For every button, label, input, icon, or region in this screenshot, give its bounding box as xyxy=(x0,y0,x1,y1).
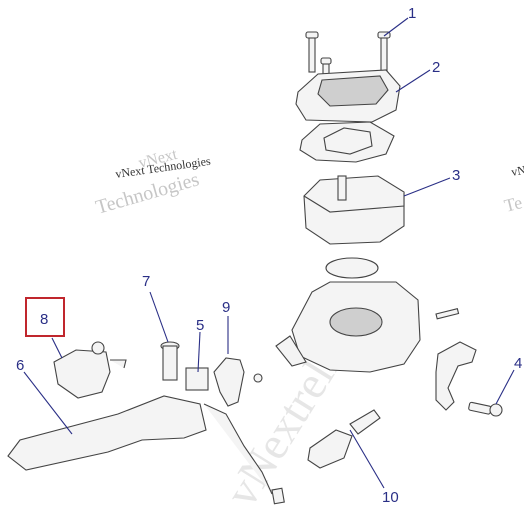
callout-6[interactable]: 6 xyxy=(16,357,24,374)
callout-9[interactable]: 9 xyxy=(222,299,230,316)
watermark-right-1: vN xyxy=(510,163,524,179)
master-cylinder-body xyxy=(275,281,460,373)
part-4-clamp xyxy=(435,341,503,417)
part-7-pin xyxy=(160,341,180,381)
callout-7[interactable]: 7 xyxy=(142,273,150,290)
part-2-reservoir-cover xyxy=(295,69,401,163)
part-10-plunger xyxy=(307,409,381,469)
part-6-brake-lever xyxy=(7,395,207,471)
callout-10[interactable]: 10 xyxy=(382,489,399,506)
callout-labels: 1 2 3 4 5 6 7 8 9 10 xyxy=(16,5,522,506)
callout-8[interactable]: 8 xyxy=(40,311,48,328)
part-5-brake-switch xyxy=(185,367,285,505)
part-8-switch xyxy=(53,341,127,399)
callout-5[interactable]: 5 xyxy=(196,317,204,334)
callout-4[interactable]: 4 xyxy=(514,355,522,372)
callout-3[interactable]: 3 xyxy=(452,167,460,184)
callout-1[interactable]: 1 xyxy=(408,5,416,22)
callout-8-highlight-box xyxy=(25,297,65,337)
watermark-right-2: Te xyxy=(502,192,524,216)
callout-2[interactable]: 2 xyxy=(432,59,440,76)
leader-lines xyxy=(23,17,515,489)
part-3-cylinder-cap xyxy=(303,175,405,279)
part-9-bracket xyxy=(213,357,263,407)
